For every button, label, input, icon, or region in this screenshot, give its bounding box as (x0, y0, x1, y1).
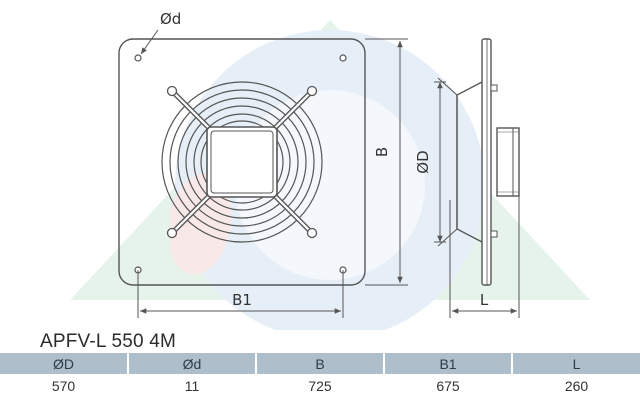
header-length: L (511, 353, 640, 374)
dimension-hole-diameter: Ød (140, 10, 181, 55)
side-hole-top (490, 84, 498, 92)
header-width: B1 (383, 353, 512, 374)
dimension-length: L (449, 196, 520, 318)
fan-guard-rings (161, 81, 323, 243)
spec-table: ØD Ød B B1 L 570 11 725 675 260 (0, 353, 640, 398)
header-outer-diameter: ØD (0, 353, 128, 374)
bracket-ends (166, 85, 318, 239)
label-length: L (480, 291, 489, 309)
dimension-height: B (365, 38, 408, 286)
dimension-width: B1 (137, 270, 344, 318)
table-row: 570 11 725 675 260 (0, 374, 640, 398)
motor-body (496, 127, 520, 197)
side-plate (481, 38, 492, 286)
dimension-diameter: ØD (414, 81, 446, 243)
motor-hub (206, 126, 278, 198)
guard-brackets-inner (171, 90, 313, 234)
mounting-plate (118, 38, 366, 286)
side-hole-bottom (490, 230, 498, 238)
technical-drawing: Ød B B1 ØD L (70, 10, 590, 330)
label-hole-diameter: Ød (160, 10, 181, 28)
table-header-row: ØD Ød B B1 L (0, 353, 640, 374)
value-height: 725 (255, 374, 384, 398)
header-hole-diameter: Ød (127, 353, 256, 374)
value-length: 260 (511, 374, 640, 398)
front-view (118, 38, 366, 286)
value-hole-diameter: 11 (127, 374, 256, 398)
value-outer-diameter: 570 (51, 378, 76, 394)
side-view (437, 38, 520, 286)
header-height: B (255, 353, 384, 374)
label-diameter: ØD (414, 150, 432, 173)
label-height: B (373, 147, 391, 157)
value-width: 675 (383, 374, 512, 398)
model-name: APFV-L 550 4M (40, 331, 177, 352)
label-width: B1 (232, 291, 252, 309)
